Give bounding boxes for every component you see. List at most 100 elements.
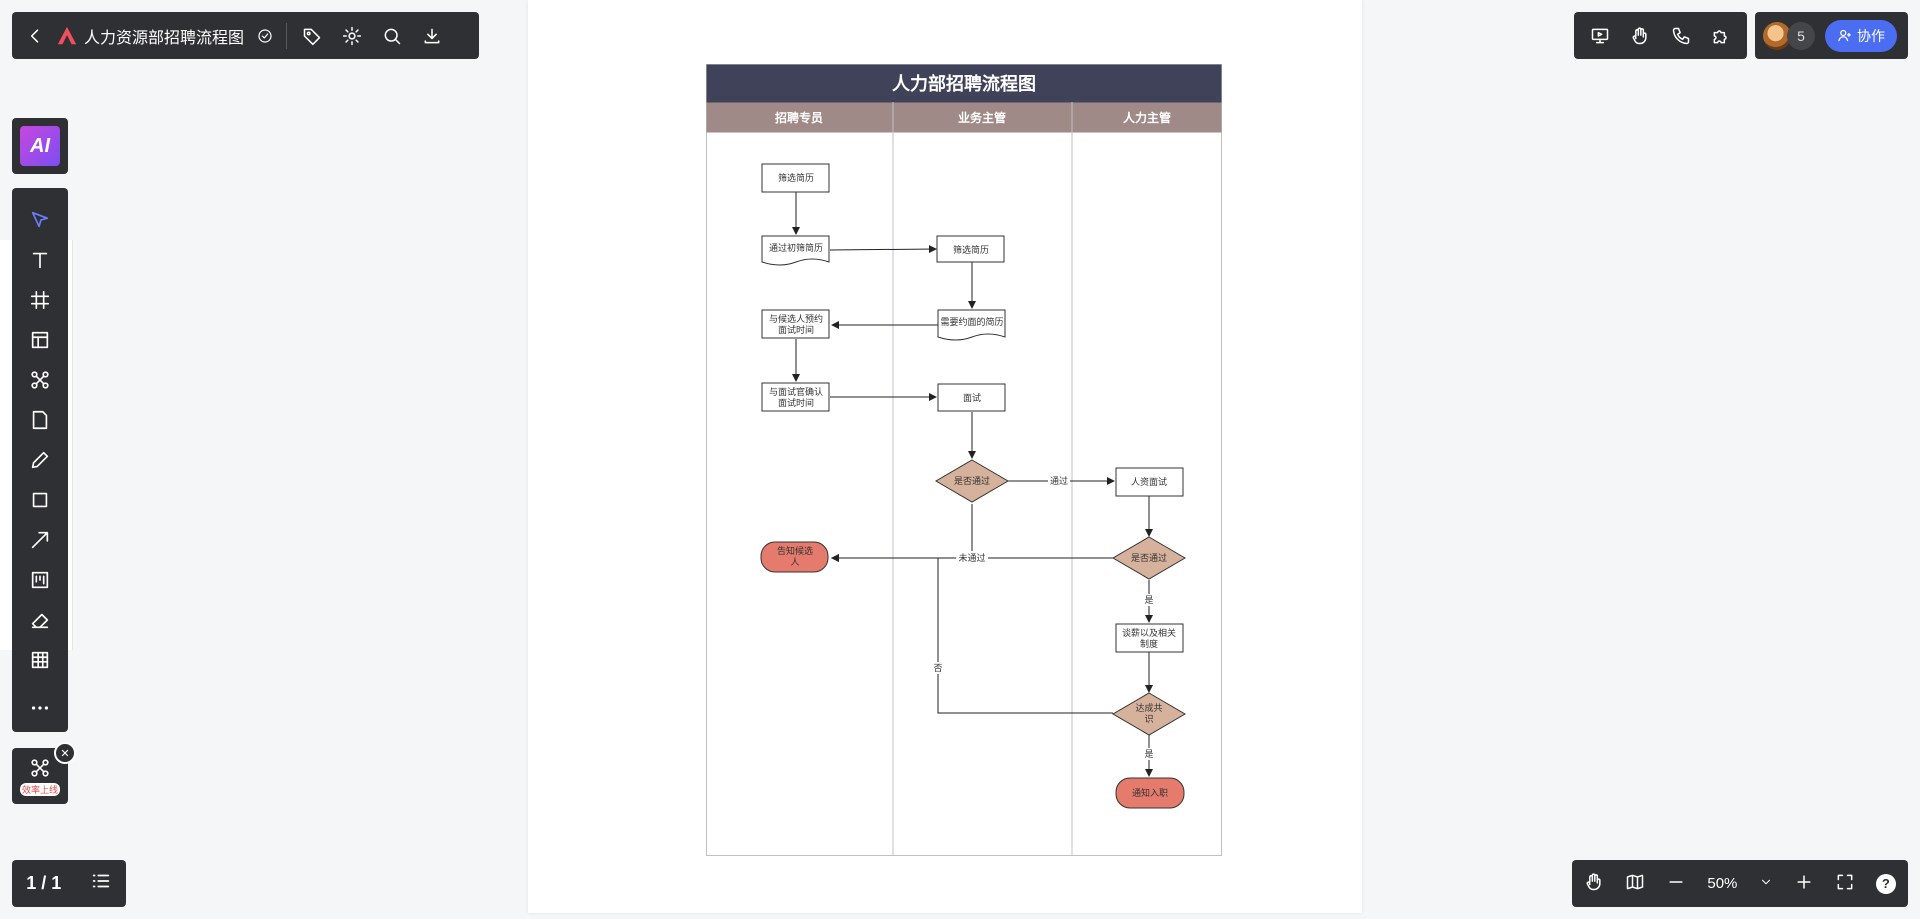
edge-label-yes-1: 是 — [1144, 595, 1153, 605]
select-tool-icon[interactable] — [20, 200, 60, 240]
chevron-down-icon[interactable] — [1759, 875, 1773, 893]
saved-check-icon — [254, 25, 276, 47]
node-interview-label: 面试 — [963, 392, 981, 403]
node-salary-negotiation-label: 谈薪以及相关 — [1122, 627, 1176, 638]
node-confirm-interviewer-label-2: 面试时间 — [778, 397, 814, 408]
more-tool-icon[interactable] — [20, 688, 60, 728]
present-icon[interactable] — [1589, 25, 1611, 47]
download-icon[interactable] — [421, 25, 443, 47]
collaborate-label: 协作 — [1857, 27, 1885, 44]
hand-icon[interactable] — [1584, 872, 1604, 896]
node-passed-screen-label: 通过初筛简历 — [769, 242, 823, 253]
node-decision-pass-2-label: 是否通过 — [1131, 552, 1167, 563]
collaboration-bar: 5 协作 — [1755, 12, 1908, 59]
plugin-button[interactable]: 效率上线 ✕ — [12, 742, 76, 804]
frame-tool-icon[interactable] — [20, 280, 60, 320]
list-icon[interactable] — [90, 870, 112, 897]
search-icon[interactable] — [381, 25, 403, 47]
node-salary-negotiation-label-2: 制度 — [1140, 638, 1158, 649]
document-title[interactable]: 人力资源部招聘流程图 — [84, 29, 245, 47]
node-decision-pass-1-label: 是否通过 — [954, 475, 990, 486]
node-decision-consensus-label: 达成共 — [1135, 702, 1162, 713]
node-decision-pass-2[interactable] — [1112, 536, 1186, 580]
pager: 1 / 1 — [12, 860, 126, 907]
node-hr-interview[interactable] — [1115, 467, 1184, 497]
map-icon[interactable] — [1625, 872, 1645, 896]
connectors — [792, 192, 1153, 777]
node-screen-resume-2-label: 筛选简历 — [953, 244, 989, 255]
edge-label-bg — [1048, 474, 1070, 486]
node-book-candidate[interactable] — [761, 309, 830, 339]
ai-button[interactable]: AI — [12, 118, 68, 174]
lane-header-business: 业务主管 — [958, 110, 1006, 125]
mindmap-plugin-icon — [31, 758, 49, 777]
edge-label-no: 否 — [933, 663, 942, 673]
table-tool-icon[interactable] — [20, 640, 60, 680]
node-decision-pass-1[interactable] — [935, 459, 1009, 503]
right-toolbar — [1574, 12, 1747, 59]
edge-label-bg — [1143, 748, 1155, 760]
wave-hand-icon[interactable] — [1629, 25, 1651, 47]
close-icon[interactable]: ✕ — [54, 742, 76, 764]
node-notify-candidate[interactable] — [760, 541, 829, 573]
node-hr-interview-label: 人资面试 — [1131, 476, 1167, 487]
node-decision-consensus[interactable] — [1112, 692, 1186, 736]
node-book-candidate-label: 与候选人预约 — [769, 313, 823, 324]
node-screen-resume[interactable] — [761, 163, 830, 193]
edge-label-bg — [956, 551, 988, 563]
note-tool-icon[interactable] — [20, 400, 60, 440]
node-interview-resume[interactable] — [937, 309, 1006, 341]
node-notify-candidate-label: 告知候选 — [777, 545, 813, 556]
node-passed-screen[interactable] — [761, 235, 830, 266]
shape-tool-icon[interactable] — [20, 480, 60, 520]
add-user-icon — [1838, 29, 1851, 42]
edge-label-yes-2: 是 — [1144, 749, 1153, 759]
node-notify-onboard-label: 通知入职 — [1132, 787, 1168, 798]
node-decision-consensus-label-2: 识 — [1144, 714, 1153, 724]
board-tool-icon[interactable] — [20, 560, 60, 600]
zoom-out-icon[interactable] — [1666, 872, 1686, 896]
top-toolbar: 人力资源部招聘流程图 — [12, 12, 479, 59]
zoom-bar: 50% ? — [1572, 860, 1908, 907]
phone-icon[interactable] — [1670, 25, 1692, 47]
collaborate-button[interactable]: 协作 — [1825, 19, 1897, 52]
edge-label-fail: 未通过 — [958, 552, 985, 563]
collaborator-count[interactable]: 5 — [1787, 21, 1815, 50]
page-indicator[interactable]: 1 / 1 — [26, 873, 62, 893]
logo-icon — [56, 25, 78, 47]
mindmap-tool-icon[interactable] — [20, 360, 60, 400]
divider — [286, 22, 288, 49]
node-notify-candidate-label-2: 人 — [790, 557, 799, 567]
text-tool-icon[interactable] — [20, 240, 60, 280]
node-book-candidate-label-2: 面试时间 — [778, 324, 814, 335]
tag-icon[interactable] — [301, 25, 323, 47]
edge-label-bg — [1143, 594, 1155, 606]
lane-header-hr: 人力主管 — [1123, 110, 1171, 125]
edge-label-pass: 通过 — [1050, 475, 1068, 486]
lane-header-bar — [706, 102, 1222, 133]
lane-header-recruiter: 招聘专员 — [775, 110, 823, 125]
node-confirm-interviewer[interactable] — [761, 382, 830, 412]
swimlane-flowchart: 人力部招聘流程图 招聘专员 业务主管 人力主管 筛选简历 通过初筛简历 筛选简历… — [706, 64, 1222, 856]
zoom-in-icon[interactable] — [1794, 872, 1814, 896]
avatar[interactable] — [1763, 21, 1791, 50]
plugin-label: 效率上线 — [19, 782, 60, 796]
diagram-title: 人力部招聘流程图 — [892, 73, 1036, 94]
node-notify-onboard[interactable] — [1115, 777, 1185, 809]
node-salary-negotiation[interactable] — [1115, 623, 1184, 653]
back-icon[interactable] — [24, 25, 46, 47]
node-screen-resume-2[interactable] — [936, 235, 1005, 263]
node-interview-resume-label: 需要约面的简历 — [940, 316, 1003, 327]
fullscreen-icon[interactable] — [1835, 872, 1855, 896]
settings-icon[interactable] — [341, 25, 363, 47]
node-confirm-interviewer-label: 与面试官确认 — [769, 386, 823, 397]
pen-tool-icon[interactable] — [20, 440, 60, 480]
eraser-tool-icon[interactable] — [20, 600, 60, 640]
puzzle-icon[interactable] — [1710, 25, 1732, 47]
arrow-tool-icon[interactable] — [20, 520, 60, 560]
help-icon[interactable]: ? — [1875, 873, 1896, 894]
node-interview[interactable] — [937, 383, 1006, 412]
layout-tool-icon[interactable] — [20, 320, 60, 360]
zoom-level[interactable]: 50% — [1707, 875, 1738, 892]
edge-label-bg — [932, 662, 944, 674]
